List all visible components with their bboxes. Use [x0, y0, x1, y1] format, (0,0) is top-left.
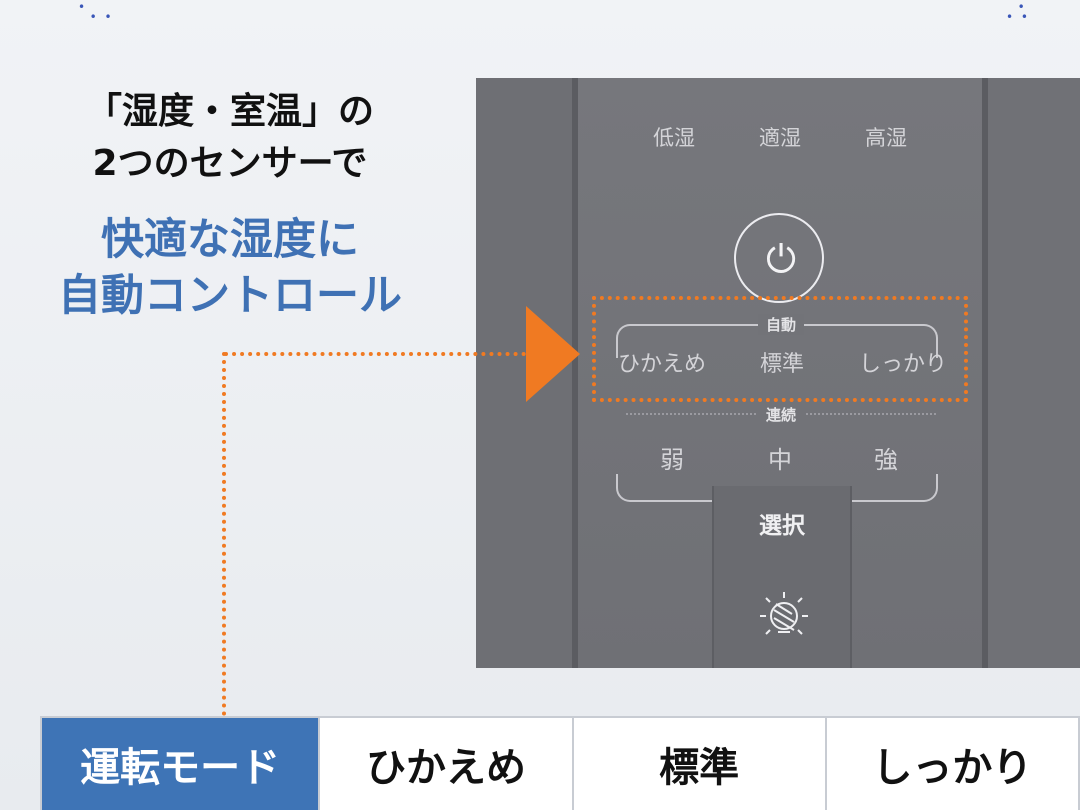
continuous-weak[interactable]: 弱	[660, 446, 684, 474]
decorative-dots-right: •• •	[1006, 0, 1030, 24]
panel-edge-right	[982, 78, 988, 668]
auto-mode-standard[interactable]: 標準	[759, 352, 804, 377]
light-bulb-icon	[760, 592, 808, 635]
decorative-dots-left: • • •	[78, 0, 114, 24]
power-button[interactable]: ⏻	[734, 213, 824, 303]
subheadline: 快適な湿度に 自動コントロール	[20, 212, 440, 324]
device-control-panel: 低湿 適湿 高湿 ⏻ 自動 ひかえめ 標準 しっかり 連続 弱 中 強 選択	[476, 78, 1080, 668]
power-icon: ⏻	[765, 237, 797, 281]
continuous-strong[interactable]: 強	[874, 446, 898, 474]
subheadline-line-2: 自動コントロール	[58, 271, 402, 321]
mode-table-cell-shikkari: しっかり	[826, 718, 1078, 810]
panel-face: 低湿 適湿 高湿 ⏻ 自動 ひかえめ 標準 しっかり 連続 弱 中 強 選択	[578, 78, 982, 668]
select-button[interactable]: 選択	[712, 486, 852, 566]
mode-table: 運転モード ひかえめ 標準 しっかり	[40, 716, 1080, 810]
auto-mode-label: 自動	[758, 314, 805, 335]
mode-table-cell-standard: 標準	[573, 718, 827, 810]
headline: 「湿度・室温」の 2つのセンサーで	[20, 86, 440, 190]
humidity-optimal-label: 適湿	[759, 126, 801, 150]
humidity-high-label: 高湿	[865, 126, 907, 150]
headline-line-2: 2つのセンサーで	[92, 143, 368, 184]
mode-table-cell-hikaeme: ひかえめ	[320, 718, 574, 810]
auto-mode-hikaeme[interactable]: ひかえめ	[617, 352, 706, 377]
light-button[interactable]	[712, 566, 852, 668]
panel-side-right	[988, 78, 1080, 668]
continuous-medium[interactable]: 中	[768, 446, 792, 474]
continuous-mode-label: 連続	[758, 404, 805, 425]
pointer-line-vertical	[222, 352, 226, 716]
subheadline-line-1: 快適な湿度に	[101, 215, 359, 265]
humidity-low-label: 低湿	[653, 126, 695, 150]
pointer-arrow-icon	[526, 306, 580, 402]
auto-mode-highlight	[592, 296, 968, 402]
headline-line-1: 「湿度・室温」の	[85, 91, 374, 132]
auto-mode-shikkari[interactable]: しっかり	[858, 352, 947, 377]
mode-table-header: 運転モード	[42, 718, 321, 810]
pointer-line-horizontal	[224, 352, 526, 356]
